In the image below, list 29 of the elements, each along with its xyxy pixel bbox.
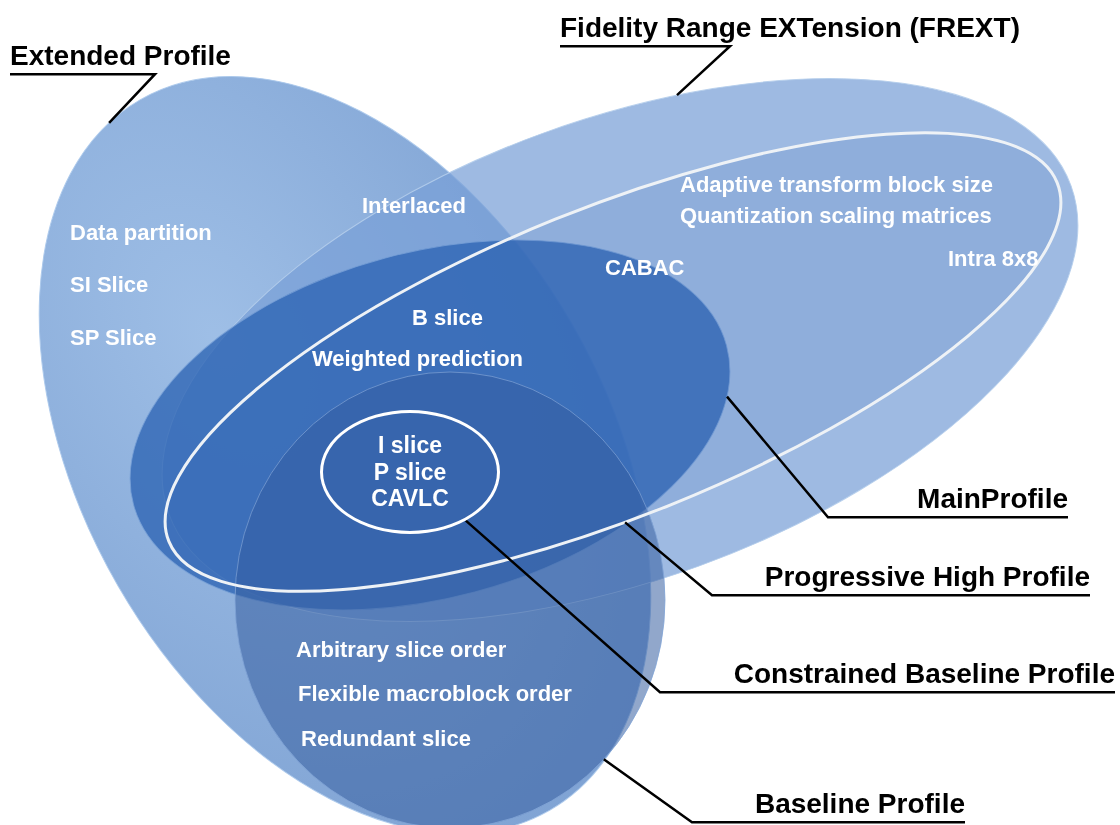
feature-text: B slice [412, 305, 483, 332]
feature-text: CABAC [605, 255, 685, 282]
leader-line [603, 758, 965, 824]
feature-text: Flexible macroblock order [298, 681, 572, 708]
profile-label: Progressive High Profile [764, 561, 1090, 594]
feature-text: Adaptive transform block size [680, 172, 993, 199]
feature-text: Quantization scaling matrices [680, 203, 992, 230]
feature-text: Data partition [70, 220, 212, 247]
leader-line [560, 44, 734, 97]
leader-line [10, 72, 158, 124]
ellipse [320, 410, 500, 534]
feature-text: SI Slice [70, 272, 149, 299]
feature-text: Interlaced [362, 193, 466, 220]
feature-text: I slice [378, 432, 442, 459]
leader-line [464, 519, 1115, 694]
feature-text: Weighted prediction [312, 346, 524, 373]
leader-line [726, 395, 1068, 519]
leader-line [624, 521, 1090, 597]
profile-label: Extended Profile [10, 40, 231, 73]
profile-label: MainProfile [917, 483, 1068, 516]
feature-text: SP Slice [70, 325, 157, 352]
feature-text: CAVLC [371, 485, 449, 512]
profile-label: Constrained Baseline Profile [733, 658, 1115, 691]
feature-text: Arbitrary slice order [296, 637, 507, 664]
feature-text: P slice [373, 458, 447, 486]
profile-label: Fidelity Range EXTension (FREXT) [560, 12, 1020, 45]
feature-text: Intra 8x8 [948, 246, 1039, 273]
feature-text: Redundant slice [301, 726, 471, 753]
profile-label: Baseline Profile [754, 788, 965, 821]
